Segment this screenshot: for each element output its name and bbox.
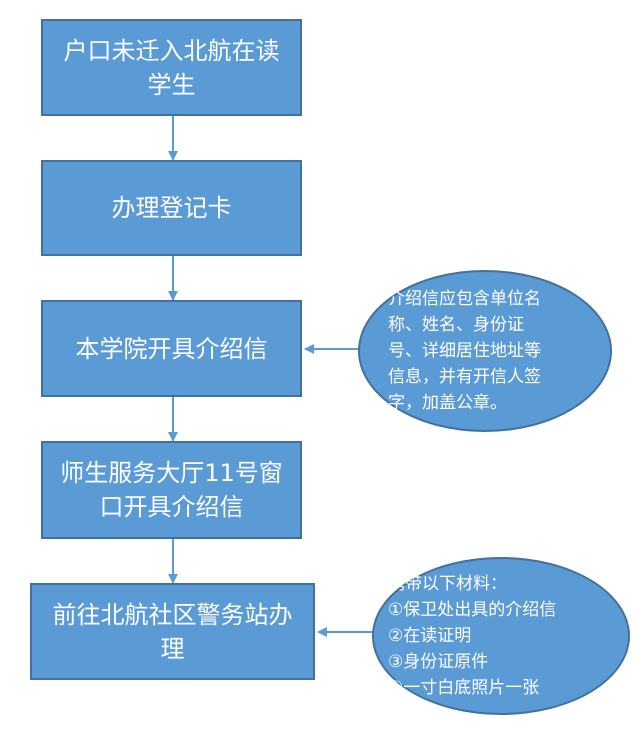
note-2-line-1: 携带以下材料： (388, 574, 507, 594)
step-3-box: 本学院开具介绍信 (41, 300, 302, 397)
step-3-line-1: 本学院开具介绍信 (75, 334, 268, 363)
step-1-line-1: 户口未迁入北航在读 (63, 36, 280, 65)
note-2-line-2: ①保卫处出具的介绍信 (388, 600, 557, 620)
step-1-box: 户口未迁入北航在读 学生 (41, 19, 302, 116)
note-2-line-5: ④一寸白底照片一张 (388, 678, 540, 698)
step-3-text: 本学院开具介绍信 (76, 332, 268, 366)
note-materials: 携带以下材料： ①保卫处出具的介绍信 ②在读证明 ③身份证原件 ④一寸白底照片一… (372, 557, 630, 715)
step-2-text: 办理登记卡 (112, 191, 232, 225)
note-1-text: 介绍信应包含单位名 称、姓名、身份证 号、详细居住地址等 信息，并有开信人签 字… (388, 286, 541, 416)
step-5-text: 前往北航社区警务站办 理 (53, 598, 293, 666)
note-1-line-3: 号、详细居住地址等 (388, 341, 541, 361)
note-2-line-4: ③身份证原件 (388, 652, 489, 672)
step-4-line-2: 口开具介绍信 (99, 493, 244, 521)
note-1-line-2: 称、姓名、身份证 (388, 315, 524, 335)
step-4-box: 师生服务大厅11号窗 口开具介绍信 (41, 441, 302, 539)
note-2-line-3: ②在读证明 (388, 626, 472, 646)
note-1-line-1: 介绍信应包含单位名 (388, 289, 541, 309)
note-1-line-4: 信息，并有开信人签 (388, 367, 541, 387)
step-4-text: 师生服务大厅11号窗 口开具介绍信 (60, 456, 283, 524)
note-2-text: 携带以下材料： ①保卫处出具的介绍信 ②在读证明 ③身份证原件 ④一寸白底照片一… (388, 571, 556, 701)
note-introduction-letter: 介绍信应包含单位名 称、姓名、身份证 号、详细居住地址等 信息，并有开信人签 字… (358, 270, 612, 432)
step-5-line-1: 前往北航社区警务站办 (52, 600, 293, 629)
step-2-box: 办理登记卡 (41, 160, 302, 256)
step-5-box: 前往北航社区警务站办 理 (30, 583, 315, 680)
step-4-line-1: 师生服务大厅11号窗 (60, 459, 283, 487)
step-2-line-1: 办理登记卡 (111, 194, 232, 222)
step-1-text: 户口未迁入北航在读 学生 (64, 34, 280, 102)
step-1-line-2: 学生 (147, 70, 196, 99)
note-1-line-5: 字，加盖公章。 (388, 393, 507, 413)
step-5-line-2: 理 (160, 634, 185, 663)
